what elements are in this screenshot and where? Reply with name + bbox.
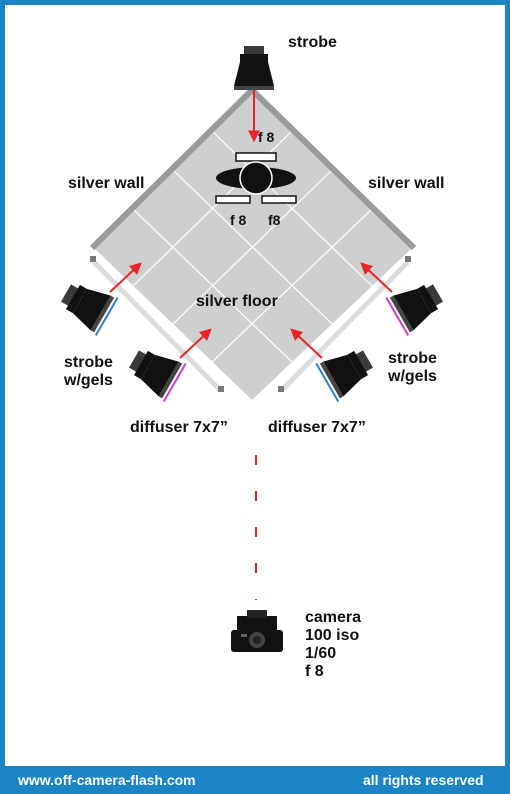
strobe-right-label: strobe <box>388 350 437 367</box>
diffuser-right-label: diffuser 7x7” <box>268 419 366 436</box>
dslr-camera-icon <box>231 610 283 652</box>
camera-label: camera <box>305 609 361 626</box>
diffuser-panel-right <box>278 256 411 392</box>
f8-left-label: f 8 <box>230 212 247 228</box>
strobe-head-icon <box>315 341 378 403</box>
diffuser-panel-left <box>90 256 224 392</box>
diffuser-left-label: diffuser 7x7” <box>130 419 228 436</box>
subject-top-view-icon <box>215 152 297 204</box>
silver-wall-left-label: silver wall <box>68 175 145 192</box>
f8-right-label: f8 <box>268 212 281 228</box>
footer-rights-text: all rights reserved <box>363 772 484 788</box>
camera-aperture-label: f 8 <box>305 663 324 680</box>
strobe-left-gels-label: w/gels <box>63 372 113 389</box>
strobe-head-icon <box>124 341 187 403</box>
top-strobe-label: strobe <box>288 34 337 51</box>
strobe-right-gels-label: w/gels <box>387 368 437 385</box>
silver-floor-label: silver floor <box>196 293 278 310</box>
f8-top-label: f 8 <box>258 129 275 145</box>
arrow-right-2 <box>290 328 323 359</box>
strobe-head-icon <box>234 46 274 90</box>
light-arrows <box>109 90 393 359</box>
strobe-head-icon <box>385 275 448 337</box>
camera-iso-label: 100 iso <box>305 627 359 644</box>
silver-wall-right <box>249 87 417 251</box>
footer-bar: www.off-camera-flash.com all rights rese… <box>0 766 510 794</box>
arrow-right-1 <box>360 262 393 293</box>
footer-website-link[interactable]: www.off-camera-flash.com <box>18 772 196 788</box>
silver-wall-left <box>89 87 255 251</box>
silver-wall-right-label: silver wall <box>368 175 445 192</box>
arrow-left-2 <box>179 328 212 359</box>
strobe-head-icon <box>56 275 119 337</box>
camera-shutter-label: 1/60 <box>305 645 336 662</box>
strobe-left-label: strobe <box>64 354 113 371</box>
arrow-left-1 <box>109 262 142 293</box>
